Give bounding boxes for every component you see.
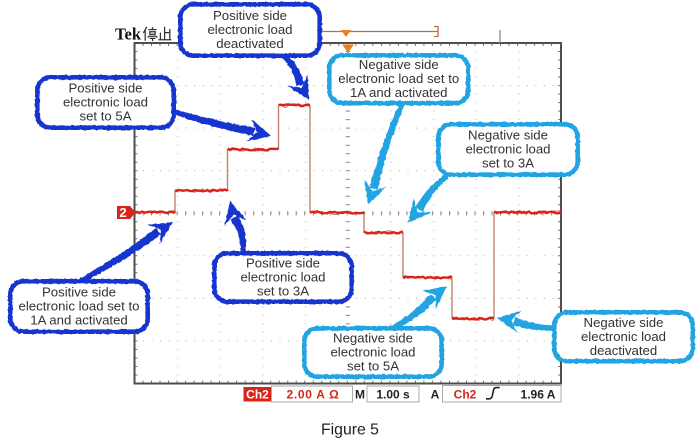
svg-text:Ch2: Ch2 [454, 388, 477, 402]
svg-text:Ch2: Ch2 [246, 388, 269, 402]
svg-text:M: M [355, 388, 365, 402]
svg-text:Figure 5: Figure 5 [321, 422, 379, 439]
svg-text:A: A [431, 388, 440, 402]
svg-text:1.96 A: 1.96 A [521, 388, 556, 402]
svg-text:2.00 A Ω: 2.00 A Ω [286, 388, 339, 402]
svg-text:2: 2 [119, 205, 126, 220]
svg-text:Tek: Tek [115, 25, 142, 44]
svg-text:1.00 s: 1.00 s [376, 388, 410, 402]
